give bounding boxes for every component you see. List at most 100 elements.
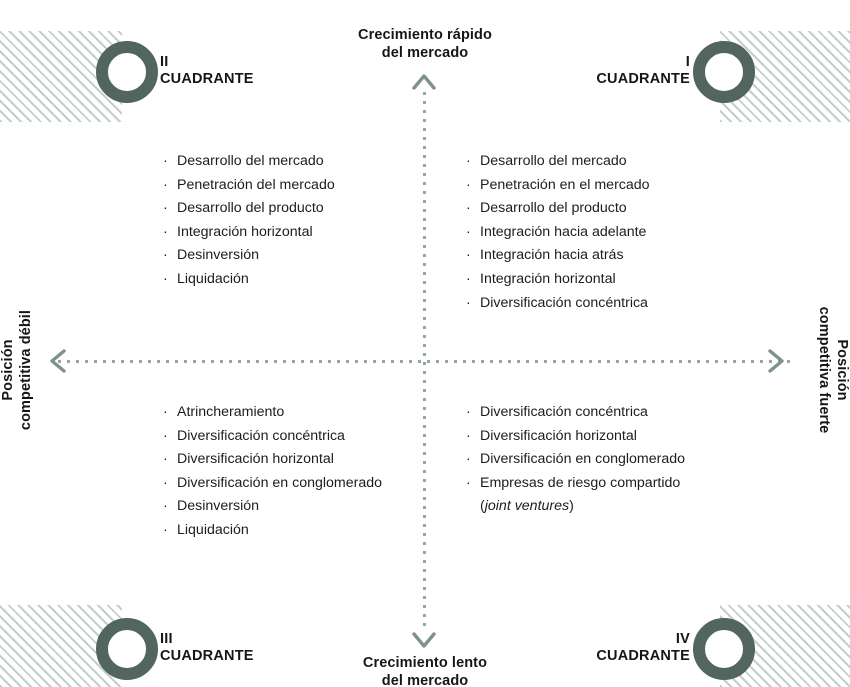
bullet-icon: · <box>466 404 471 420</box>
bullet-icon: · <box>163 404 168 420</box>
quadrant-iv-roman: IV <box>675 631 690 647</box>
list-item-label: Desarrollo del producto <box>480 200 627 217</box>
bullet-icon: · <box>163 427 168 444</box>
axis-caption-right-line1: Posición <box>834 339 850 401</box>
bullet-icon: · <box>163 223 168 240</box>
axis-caption-bottom-line1: Crecimiento lento <box>362 655 488 671</box>
list-item-label: Desinversión <box>177 247 260 264</box>
bullet-icon: · <box>466 427 471 444</box>
strategy-list-quadrant-iv: · Diversificación concéntrica · Diversifica… <box>466 401 685 519</box>
list-item-label: Desarrollo del producto <box>177 200 324 217</box>
list-item: · Penetración del mercado <box>163 174 335 198</box>
list-item: · Desarrollo del producto <box>163 197 335 221</box>
bullet-icon: · <box>466 223 471 240</box>
quadrant-ii-roman: II <box>160 54 169 70</box>
bullet-icon: · <box>163 521 168 538</box>
axis-caption-right: Posición competitiva fuerte <box>815 270 850 470</box>
list-item: · Integración horizontal <box>466 268 650 292</box>
list-item-label: Desinversión <box>177 498 260 515</box>
bullet-icon: · <box>466 270 471 287</box>
list-item: · Desinversión <box>163 495 382 519</box>
list-item: · Diversificación en conglomerado <box>163 472 382 496</box>
list-item: · Diversificación concéntrica <box>466 401 685 425</box>
list-item-label: Diversificación concéntrica <box>480 294 648 311</box>
list-item: · Liquidación <box>163 519 382 543</box>
quadrant-label-iii: III CUADRANTE <box>160 631 254 665</box>
list-item: ·Desarrollo del mercado <box>466 150 650 174</box>
axis-caption-bottom-line2: del mercado <box>381 673 469 687</box>
list-item-label: Liquidación <box>177 521 249 538</box>
list-item: · Penetración en el mercado <box>466 174 650 198</box>
list-item-label: Integración hacia atrás <box>480 247 624 264</box>
quadrant-iii-word: CUADRANTE <box>160 648 254 664</box>
list-item: · Diversificación horizontal <box>163 448 382 472</box>
quadrant-label-ii: II CUADRANTE <box>160 54 254 88</box>
quadrant-iii-roman: III <box>160 631 173 647</box>
list-item-label: Atrincheramiento <box>177 404 285 420</box>
list-item-label: Penetración del mercado <box>177 176 335 193</box>
list-item: ·Empresas de riesgo compartido <box>466 472 685 496</box>
bullet-icon: · <box>163 153 168 169</box>
axis-caption-left-line2: competitiva débil <box>18 309 34 431</box>
axis-caption-top-line2: del mercado <box>381 45 469 61</box>
quadrant-i-word: CUADRANTE <box>596 71 690 87</box>
list-item-label: Empresas de riesgo compartido <box>480 474 681 491</box>
strategy-list-quadrant-ii: · Desarrollo del mercado · Penetración del … <box>163 150 335 292</box>
list-item-label: Penetración en el mercado <box>480 176 650 193</box>
list-item: · Diversificación horizontal <box>466 425 685 449</box>
quadrant-i-roman: I <box>685 54 690 70</box>
quadrant-label-i: I CUADRANTE <box>596 54 690 88</box>
list-item-label: Integración horizontal <box>177 223 313 240</box>
arrow-left-icon <box>44 348 70 374</box>
list-item: · Integración horizontal <box>163 221 335 245</box>
bullet-icon: · <box>466 451 471 468</box>
list-item-label: Diversificación horizontal <box>177 451 334 468</box>
list-item-label: Diversificación en conglomerado <box>177 474 383 491</box>
ring-icon-quadrant-i <box>693 41 755 103</box>
list-item-label: Desarrollo del mercado <box>177 153 324 169</box>
list-item-label: Diversificación concéntrica <box>480 404 648 420</box>
list-item-label: Diversificación concéntrica <box>177 427 345 444</box>
arrow-down-icon <box>411 628 437 654</box>
list-item: · Desinversión <box>163 244 335 268</box>
list-item: · Diversificación concéntrica <box>466 292 650 316</box>
bullet-icon: · <box>163 176 168 193</box>
bullet-icon: · <box>466 294 471 311</box>
list-item-label: Integración hacia adelante <box>480 223 647 240</box>
list-item-label: Desarrollo del mercado <box>480 153 627 169</box>
bullet-icon: · <box>163 451 168 468</box>
axis-caption-bottom: Crecimiento lento del mercado <box>0 654 850 687</box>
list-item: · Integración hacia adelante <box>466 221 650 245</box>
list-item-label: Liquidación <box>177 270 249 287</box>
bullet-icon: · <box>163 474 168 491</box>
list-item: · Diversificación en conglomerado <box>466 448 685 472</box>
bullet-icon: · <box>466 247 471 264</box>
list-item-label: Diversificación horizontal <box>480 427 637 444</box>
horizontal-axis-line <box>58 360 792 363</box>
axis-caption-top: Crecimiento rápido del mercado <box>0 26 850 62</box>
list-item: · Desarrollo del mercado <box>163 150 335 174</box>
list-item-label: Diversificación en conglomerado <box>480 451 686 468</box>
bullet-icon: · <box>163 247 168 264</box>
quadrant-iv-word: CUADRANTE <box>596 648 690 664</box>
strategy-list-quadrant-i: ·Desarrollo del mercado·Penetración en e… <box>466 150 650 315</box>
bullet-icon: · <box>466 176 471 193</box>
axis-caption-left: Posición competitiva débil <box>0 270 35 470</box>
axis-caption-top-line1: Crecimiento rápido <box>358 27 492 43</box>
list-item: · Diversificación concéntrica <box>163 425 382 449</box>
list-item: · Atrincheramiento <box>163 401 382 425</box>
bullet-icon: · <box>163 498 168 515</box>
list-item-label: Integración horizontal <box>480 270 616 287</box>
bullet-icon: · <box>466 200 471 217</box>
arrow-right-icon <box>764 348 790 374</box>
list-item: · Desarrollo del producto <box>466 197 650 221</box>
strategy-list-quadrant-iii: · Atrincheramiento · Diversificación concén… <box>163 401 382 543</box>
list-item: · Integración hacia atrás <box>466 244 650 268</box>
quadrant-ii-word: CUADRANTE <box>160 71 254 87</box>
list-item-continuation-italic: joint ventures <box>484 498 570 515</box>
list-item: ·Liquidación <box>163 268 335 292</box>
quadrant-label-iv: IV CUADRANTE <box>596 631 690 665</box>
list-item-continuation: (joint ventures) <box>480 498 574 515</box>
axis-caption-left-line1: Posición <box>0 339 16 401</box>
bullet-icon: · <box>163 200 168 217</box>
